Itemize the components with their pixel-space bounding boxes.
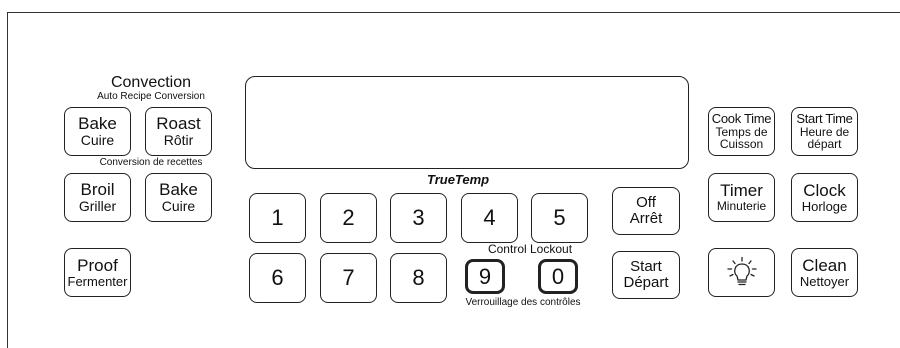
clock-button[interactable]: Clock Horloge [791, 173, 858, 222]
light-button[interactable] [708, 248, 775, 297]
clean-label-fr: Nettoyer [799, 273, 850, 289]
convection-bake-label: Bake [78, 114, 117, 134]
convection-title: Convection [110, 74, 192, 91]
roast-label-fr: Rôtir [163, 132, 194, 149]
start-time-label: Start Time [796, 111, 853, 127]
cook-time-label-fr2: Cuisson [719, 137, 764, 152]
start-time-label-fr2: départ [807, 137, 842, 152]
control-lockout-label-fr: Verrouillage des contrôles [465, 297, 581, 308]
off-label-fr: Arrêt [629, 210, 663, 227]
cook-time-label: Cook Time [711, 111, 772, 127]
lockout-label: Lockout [530, 242, 573, 256]
convection-subtitle-fr: Conversion de recettes [99, 157, 203, 168]
convection-subtitle: Auto Recipe Conversion [97, 91, 205, 102]
key-3[interactable]: 3 [390, 193, 447, 243]
roast-label: Roast [156, 114, 201, 134]
key-7[interactable]: 7 [320, 253, 377, 303]
bake-button[interactable]: Bake Cuire [145, 173, 212, 222]
roast-button[interactable]: Roast Rôtir [145, 107, 212, 156]
off-label: Off [636, 194, 656, 212]
proof-label-fr: Fermenter [67, 273, 128, 289]
convection-bake-label-fr: Cuire [80, 132, 115, 149]
key-8[interactable]: 8 [390, 253, 447, 303]
cook-time-label-fr1: Temps de [715, 124, 768, 139]
start-time-button[interactable]: Start Time Heure de départ [791, 107, 858, 156]
start-button[interactable]: Start Départ [612, 251, 680, 299]
start-label-fr: Départ [623, 274, 669, 291]
clock-label-fr: Horloge [801, 198, 848, 214]
timer-label-fr: Minuterie [716, 199, 767, 214]
timer-label: Timer [720, 181, 763, 201]
clock-label: Clock [803, 180, 846, 200]
light-bulb-icon [726, 256, 757, 285]
start-time-label-fr1: Heure de [799, 124, 850, 139]
key-9[interactable]: 9 [465, 259, 505, 294]
control-lockout-label: Control Lockout [470, 243, 590, 255]
bake-label-fr: Cuire [161, 198, 196, 215]
broil-label-fr: Griller [78, 198, 117, 215]
control-label: Control [487, 242, 527, 256]
key-2[interactable]: 2 [320, 193, 377, 243]
start-label: Start [630, 258, 662, 276]
broil-button[interactable]: Broil Griller [64, 173, 131, 222]
proof-label: Proof [77, 255, 118, 275]
clean-label: Clean [802, 255, 847, 275]
bake-label: Bake [159, 180, 198, 200]
timer-button[interactable]: Timer Minuterie [708, 173, 775, 222]
key-5[interactable]: 5 [531, 193, 588, 243]
clean-button[interactable]: Clean Nettoyer [791, 248, 858, 297]
convection-bake-button[interactable]: Bake Cuire [64, 107, 131, 156]
off-button[interactable]: Off Arrêt [612, 187, 680, 235]
key-4[interactable]: 4 [461, 193, 518, 243]
key-6[interactable]: 6 [249, 253, 306, 303]
broil-label: Broil [80, 180, 115, 200]
key-0[interactable]: 0 [538, 259, 578, 294]
cook-time-button[interactable]: Cook Time Temps de Cuisson [708, 107, 775, 156]
proof-button[interactable]: Proof Fermenter [64, 248, 131, 297]
truetemp-brand: TrueTemp [427, 172, 490, 187]
key-1[interactable]: 1 [249, 193, 306, 243]
oven-display [245, 76, 689, 169]
control-panel-edge [7, 12, 900, 348]
